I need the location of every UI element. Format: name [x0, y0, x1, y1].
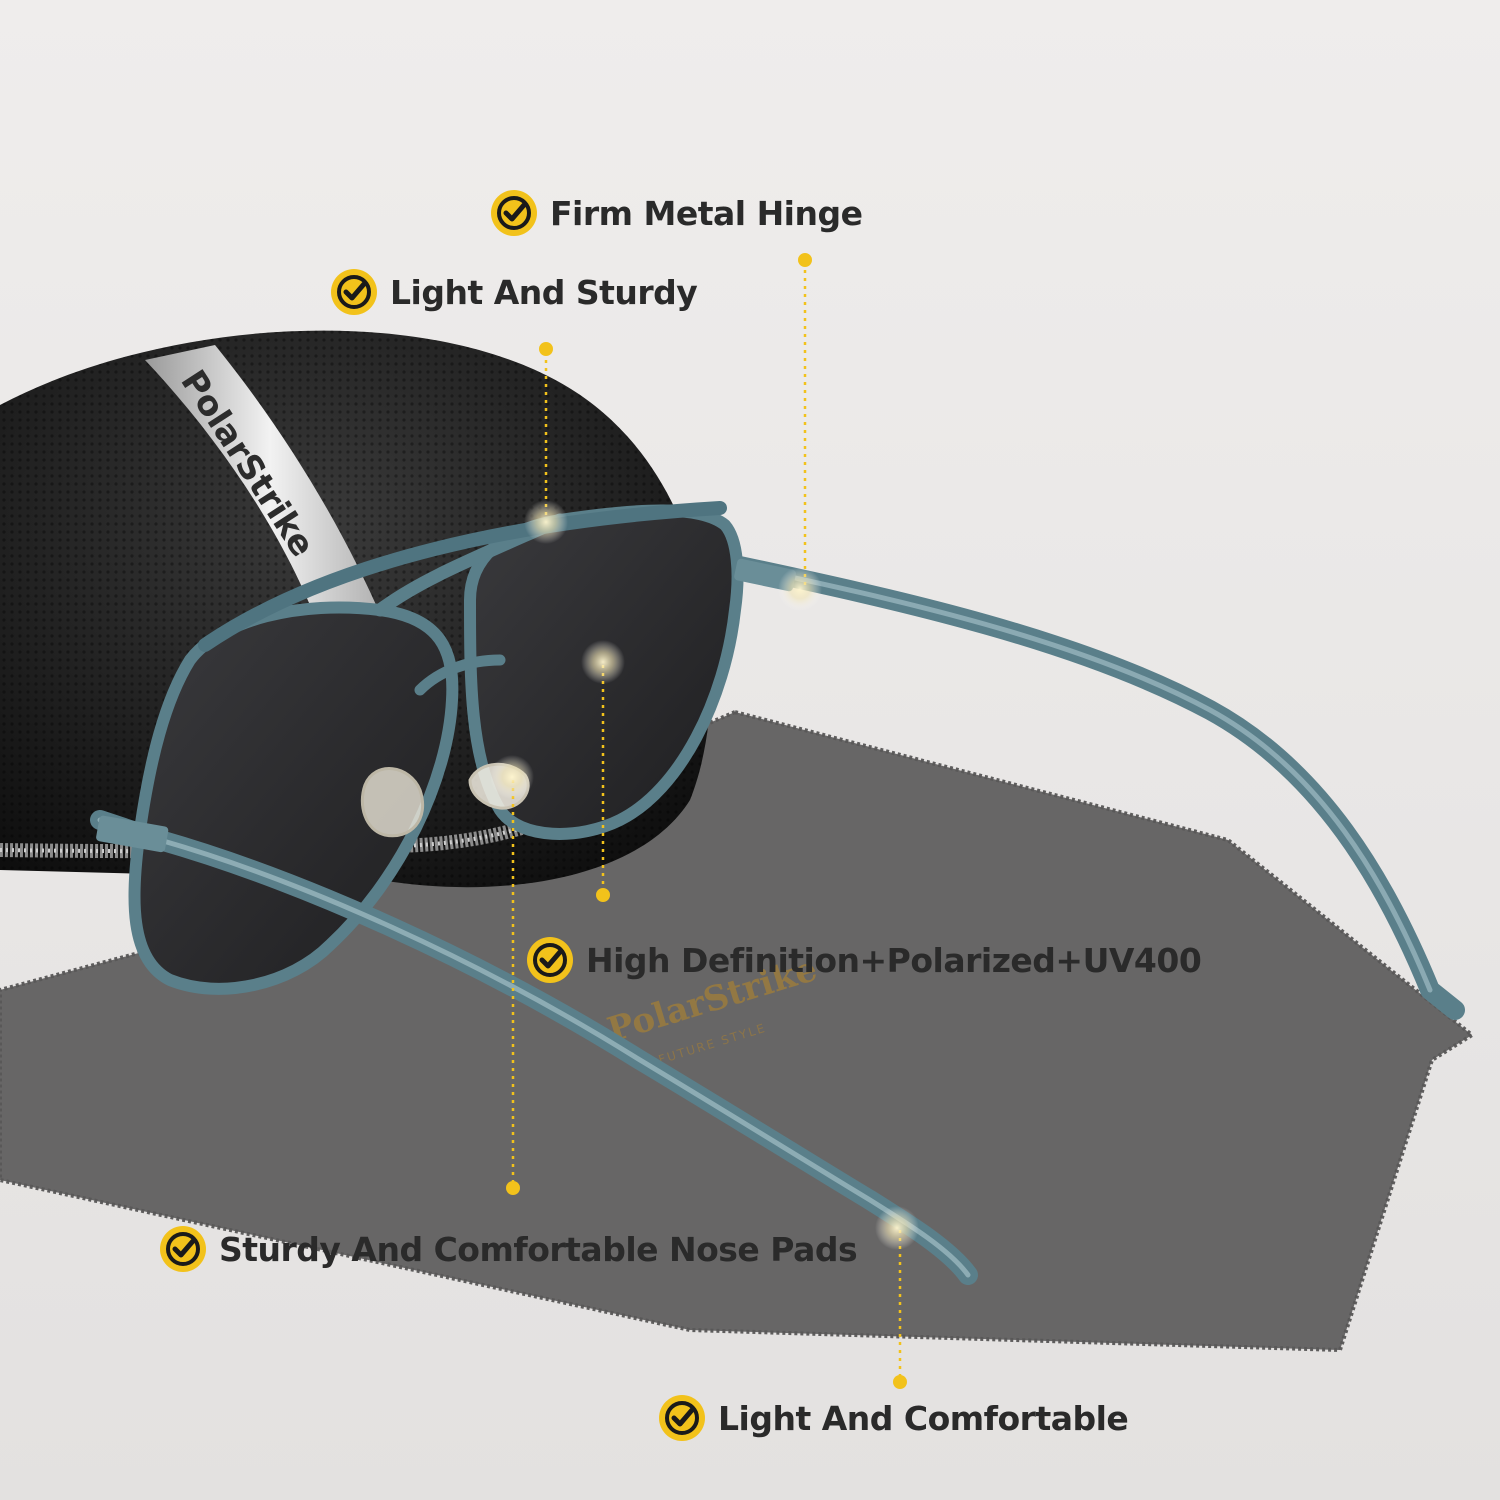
- callout-frame-label: Light And Sturdy: [390, 272, 698, 312]
- callout-nose: Sturdy And Comfortable Nose Pads: [157, 1223, 858, 1275]
- check-circle-icon: [659, 1395, 705, 1441]
- check-circle-icon: [527, 937, 573, 983]
- callout-hinge-label: Firm Metal Hinge: [550, 193, 863, 233]
- callout-nose-label: Sturdy And Comfortable Nose Pads: [219, 1229, 858, 1269]
- callout-frame: Light And Sturdy: [328, 266, 698, 318]
- annotation-dots: [506, 253, 907, 1389]
- annotation-hotspots: [490, 500, 919, 1250]
- callout-hinge: Firm Metal Hinge: [488, 187, 863, 239]
- callout-lens-label: High Definition+Polarized+UV400: [586, 940, 1202, 980]
- callout-temple: Light And Comfortable: [656, 1392, 1129, 1444]
- callout-lens: High Definition+Polarized+UV400: [524, 934, 1202, 986]
- annotation-lines: [511, 262, 902, 1380]
- check-circle-icon: [160, 1226, 206, 1272]
- callout-temple-label: Light And Comfortable: [718, 1398, 1129, 1438]
- check-circle-icon: [491, 190, 537, 236]
- check-circle-icon: [331, 269, 377, 315]
